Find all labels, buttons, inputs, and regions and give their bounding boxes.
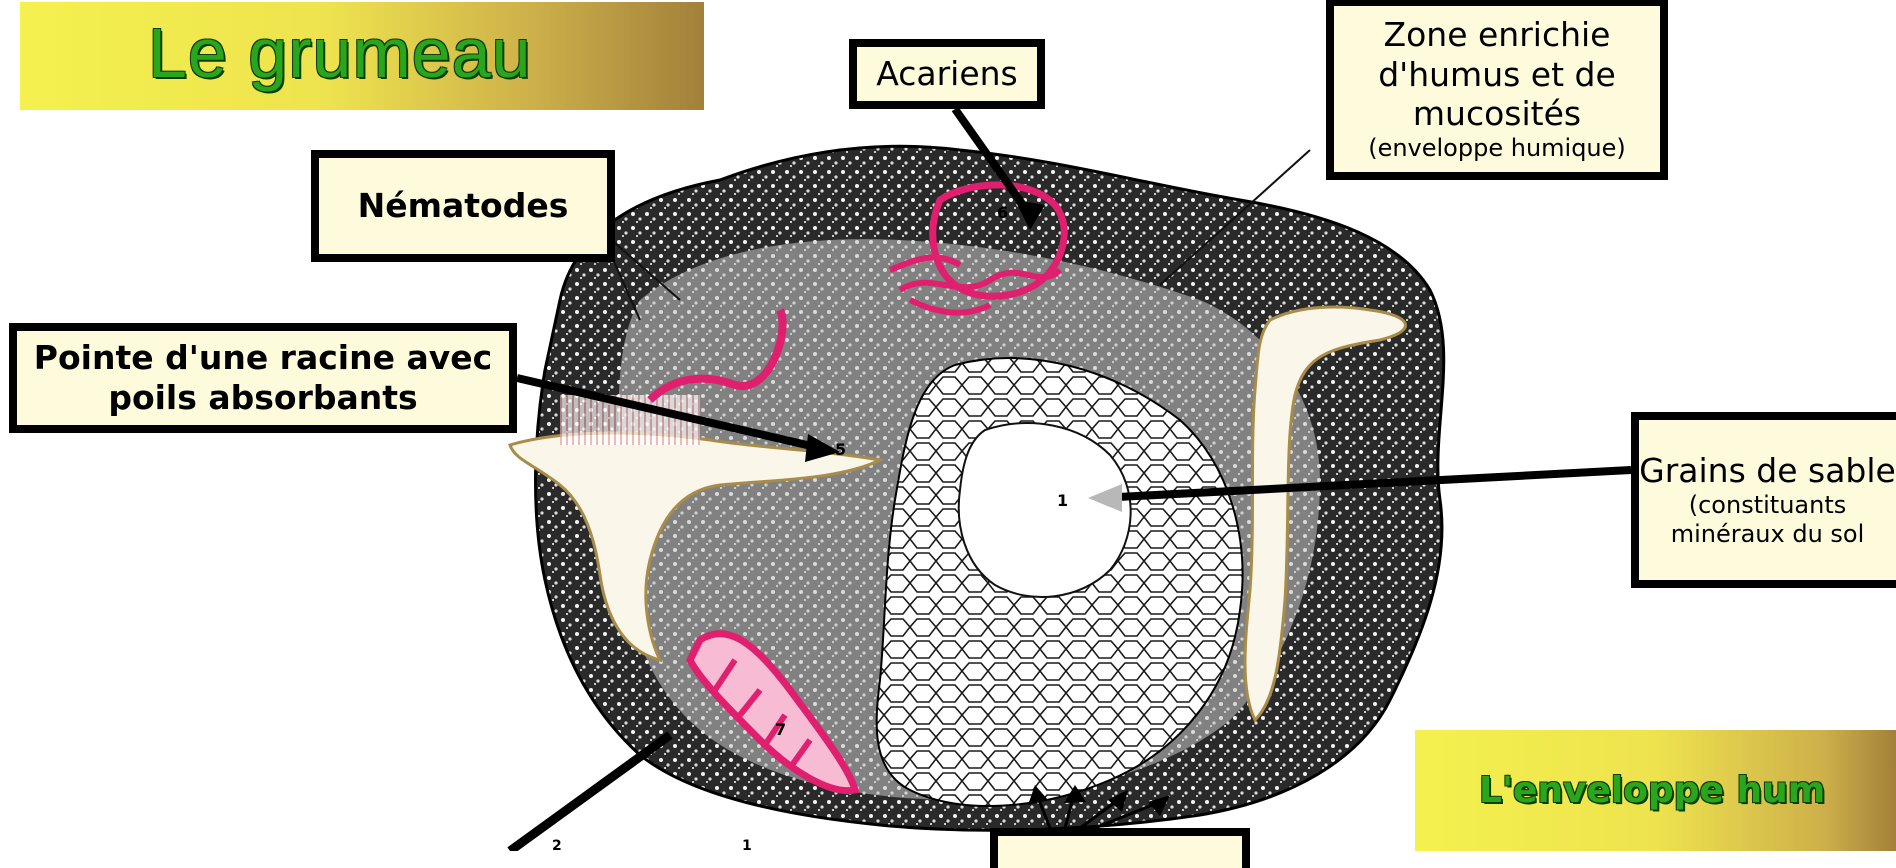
label-humic-zone-subtext: (enveloppe humique)	[1368, 134, 1626, 163]
leader-bottom-left	[510, 735, 670, 851]
footer-banner: L'enveloppe hum	[1415, 730, 1896, 851]
figure-number: 1	[1057, 491, 1068, 510]
title-banner: Le grumeau	[20, 2, 704, 110]
label-nematodes-text: Nématodes	[358, 186, 569, 226]
label-sand-grains-text: Grains de sable	[1639, 451, 1896, 491]
label-acariens: Acariens	[849, 39, 1045, 109]
figure-number: 6	[997, 203, 1008, 222]
footer-banner-text: L'enveloppe hum	[1479, 770, 1825, 811]
label-root-tip: Pointe d'une racine avec poils absorbant…	[9, 323, 517, 433]
figure-number: 7	[775, 720, 786, 739]
label-sand-grains: Grains de sable (constituants minéraux d…	[1631, 412, 1896, 588]
page-title: Le grumeau	[148, 18, 532, 88]
large-sand-grain	[959, 423, 1131, 597]
label-acariens-text: Acariens	[876, 54, 1018, 94]
figure-number: 5	[835, 440, 846, 459]
label-sand-grains-subtext: (constituants minéraux du sol	[1639, 491, 1896, 549]
label-root-tip-text: Pointe d'une racine avec poils absorbant…	[17, 338, 509, 417]
figure-number: 1	[742, 838, 752, 851]
label-humic-zone: Zone enrichie d'humus et de mucosités (e…	[1326, 0, 1668, 180]
label-nematodes: Nématodes	[311, 150, 615, 262]
figure-number: 2	[552, 838, 562, 851]
label-humic-zone-text: Zone enrichie d'humus et de mucosités	[1334, 15, 1660, 134]
label-bottom-partial	[990, 828, 1250, 868]
